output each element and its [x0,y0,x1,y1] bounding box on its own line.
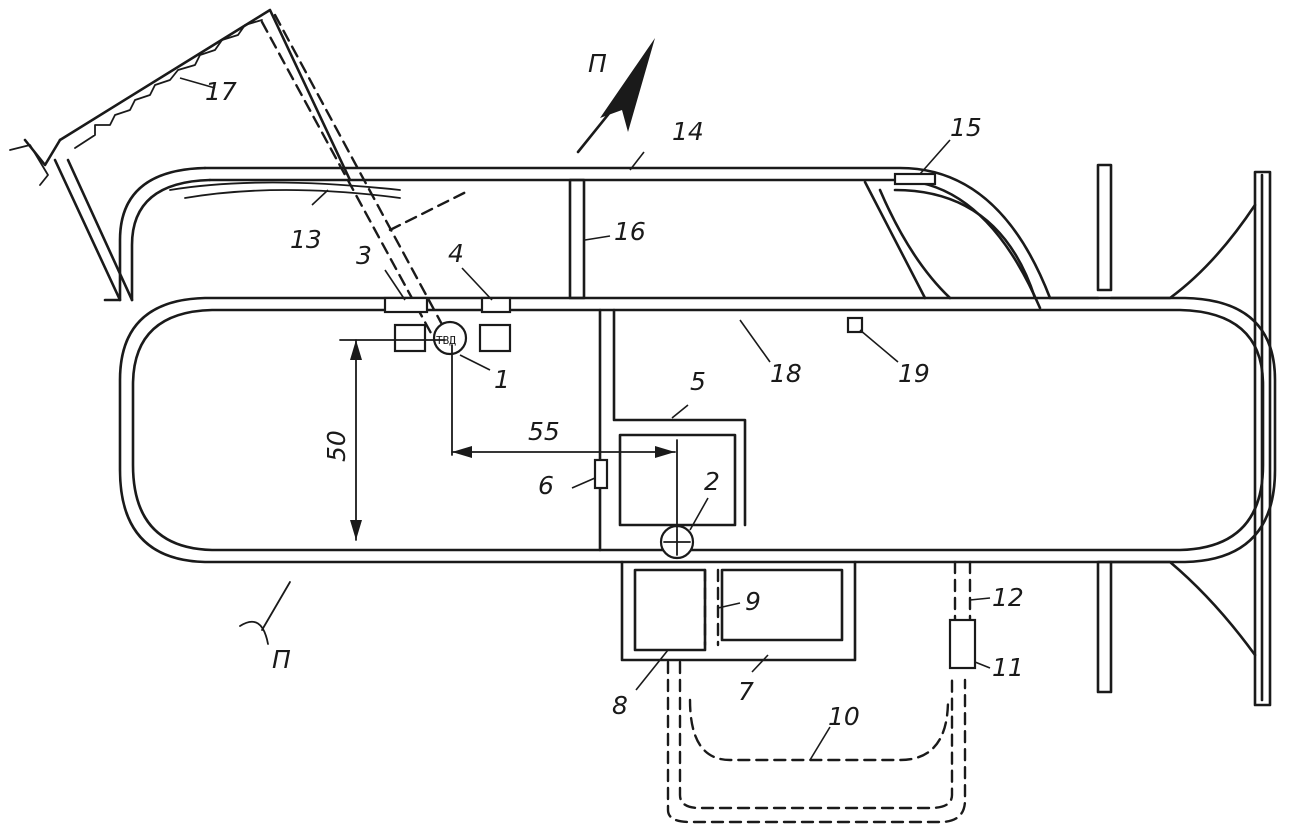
pipeline-10 [666,568,967,824]
ramp-roads [863,180,1037,300]
callout-11: 11 [992,653,1024,682]
inner-area-5 [593,308,747,552]
callout-5: 5 [690,367,706,396]
callout-2: 2 [704,467,720,496]
station-1: ТВД [383,296,512,356]
road-16 [568,178,586,300]
callout-13: 13 [290,225,322,254]
main-loop-road [118,296,1277,564]
callout-7: 7 [738,677,754,706]
callout-14: 14 [672,117,704,146]
callout-10: 10 [828,702,860,731]
object-19 [846,316,864,334]
dimension-50-label: 50 [322,430,351,462]
pipeline-to-1 [260,13,472,337]
object-15 [893,172,937,186]
callout-19: 19 [898,359,930,388]
callout-3: 3 [356,241,372,270]
north-label: П [588,49,607,78]
callout-9: 9 [745,587,761,616]
dimension-55 [451,344,678,529]
dimension-55-label: 55 [528,417,560,446]
callout-15: 15 [950,113,982,142]
callout-8: 8 [612,691,628,720]
callout-17: 17 [205,77,237,106]
callout-16: 16 [614,217,646,246]
callout-12: 12 [992,583,1024,612]
station-2 [659,524,695,560]
building-17 [9,8,352,302]
svg-text:ТВД: ТВД [436,334,456,347]
road-13 [169,181,401,199]
callout-1: 1 [494,365,510,394]
callout-6: 6 [538,471,554,500]
dimension-50 [339,339,446,541]
road-12-gate-11 [948,560,977,670]
wind-direction-symbol [239,581,291,645]
callouts: 1 2 3 4 5 6 7 8 9 10 11 12 13 14 15 16 1… [205,77,1024,731]
callout-18: 18 [770,359,802,388]
callout-4: 4 [448,239,464,268]
building-complex-7-9 [620,560,857,662]
wind-label: П [272,645,291,674]
north-arrow [576,38,655,154]
right-roads [1096,163,1272,707]
leader-lines [179,77,991,761]
